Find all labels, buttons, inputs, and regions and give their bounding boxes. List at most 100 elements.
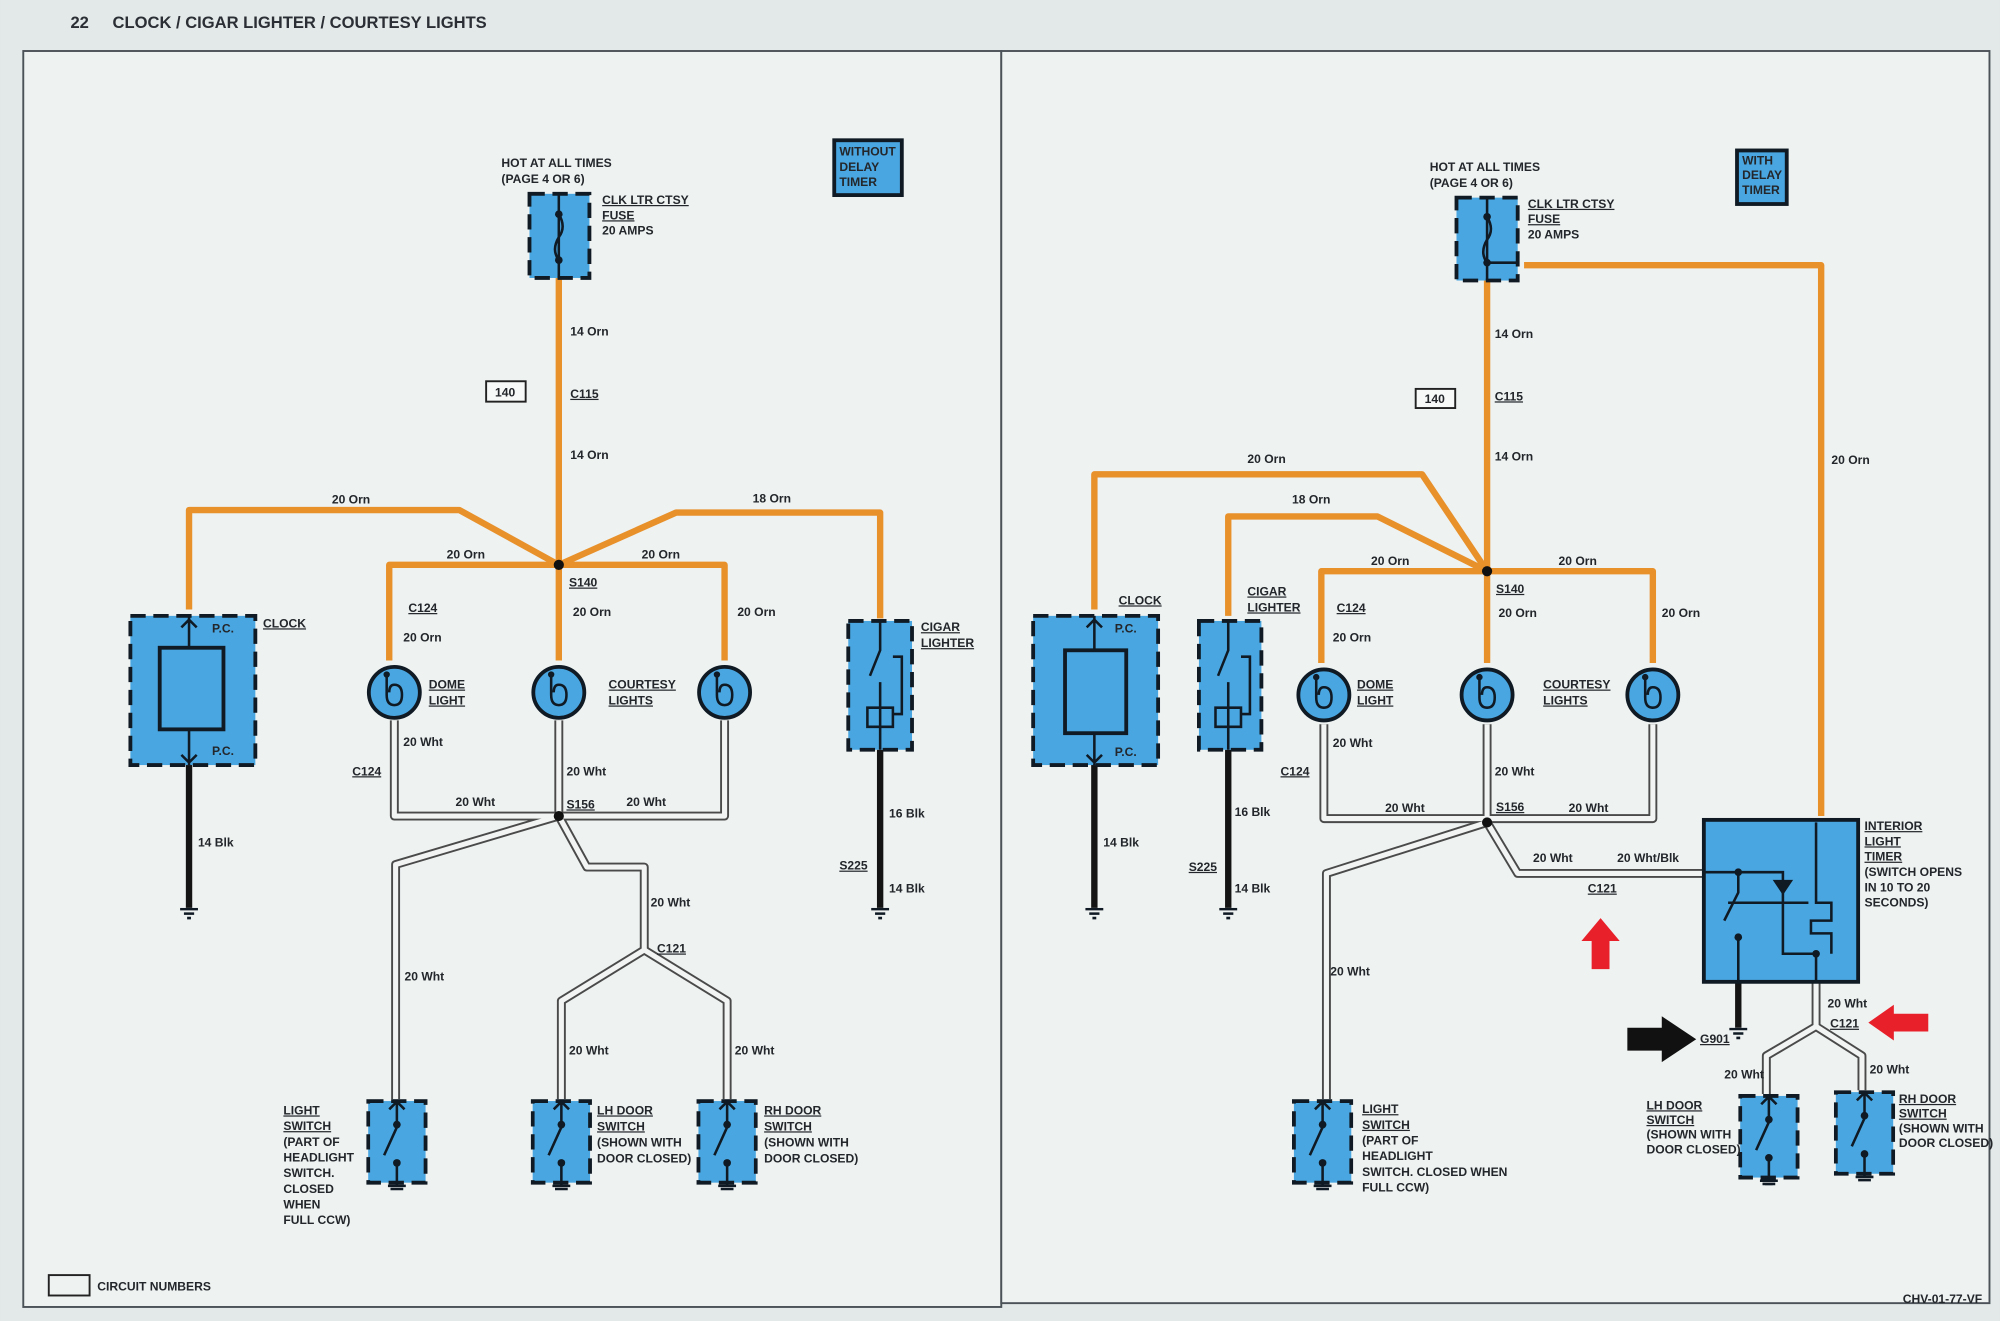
left-connector-label: S140 (569, 576, 598, 590)
right-clock (1031, 613, 1161, 767)
right-splice-s140 (1481, 566, 1493, 577)
legend-label: CIRCUIT NUMBERS (97, 1279, 211, 1293)
right-connector-label: G901 (1700, 1032, 1730, 1046)
left-connector-label: C124 (352, 764, 381, 778)
right-wire-label: 18 Orn (1292, 493, 1330, 507)
left-light-switch-label: LIGHT (283, 1103, 320, 1117)
left-rh-door-label: (SHOWN WITH (764, 1135, 849, 1149)
right-connector-label: C124 (1281, 764, 1310, 778)
left-wire-label: 20 Wht (405, 970, 445, 984)
right-connector-label: C115 (1495, 389, 1524, 403)
right-wire-label: 20 Orn (1499, 606, 1537, 620)
left-circuit-number: 140 (495, 386, 515, 400)
left-rh-door-label: SWITCH (764, 1119, 812, 1133)
left-clock-label: CLOCK (263, 616, 306, 630)
right-wire-label: 20 Wht (1828, 996, 1868, 1010)
right-lh-door-switch-icon (1740, 1096, 1797, 1187)
right-splice-s156 (1481, 817, 1493, 828)
left-pc-label: P.C. (212, 621, 234, 635)
left-rh-door-label: RH DOOR (764, 1103, 821, 1117)
right-wire-label: 20 Wht (1569, 801, 1609, 815)
right-circuit-number: 140 (1425, 392, 1445, 406)
left-wire-label: 20 Orn (573, 605, 611, 619)
right-rh-door-label: RH DOOR (1899, 1092, 1956, 1106)
left-wire-label: 18 Orn (753, 491, 791, 505)
right-variant-label: TIMER (1742, 183, 1780, 197)
left-cigar-label: LIGHTER (921, 636, 974, 650)
right-cigar-label: LIGHTER (1247, 600, 1300, 614)
right-dome-label: LIGHT (1357, 693, 1394, 707)
right-courtesy-label: LIGHTS (1543, 693, 1587, 707)
red-arrow-up-icon (1581, 918, 1620, 970)
right-wire-label: 14 Orn (1495, 449, 1533, 463)
diagram-code: CHV-01-77-VF (1903, 1292, 1982, 1306)
left-fuse-label: CLK LTR CTSY (602, 193, 689, 207)
right-wire-label: 20 Orn (1333, 630, 1371, 644)
left-wire-label: 14 Blk (198, 836, 234, 850)
left-wire-label: 20 Wht (626, 795, 666, 809)
left-wire-label: 20 Orn (332, 493, 370, 507)
right-courtesy-label: COURTESY (1543, 678, 1610, 692)
left-splice-s156 (553, 810, 564, 822)
left-lh-door-label: DOOR CLOSED) (597, 1151, 691, 1165)
right-wire-label: 20 Orn (1371, 554, 1409, 568)
left-cigar-lighter (846, 619, 914, 752)
left-wire-label: 20 Orn (642, 547, 680, 561)
left-dome-label: DOME (429, 678, 465, 692)
left-variant-label: TIMER (839, 175, 877, 189)
right-courtesy-light-bulb-icon (1462, 669, 1513, 720)
left-connector-label: C121 (657, 941, 686, 955)
left-variant-badge (832, 138, 904, 198)
left-wire-label: 16 Blk (889, 806, 925, 820)
right-light-switch-label: FULL CCW) (1362, 1181, 1429, 1195)
right-wire-label: 20 Orn (1247, 452, 1285, 466)
page-title: CLOCK / CIGAR LIGHTER / COURTESY LIGHTS (113, 13, 487, 32)
right-wire-label: 20 Wht (1870, 1063, 1910, 1077)
left-light-switch-label: FULL CCW) (283, 1213, 350, 1227)
left-courtesy-label: LIGHTS (609, 693, 653, 707)
page-number: 22 (70, 13, 88, 32)
right-connector-label: C121 (1830, 1017, 1859, 1031)
right-lh-door-label: (SHOWN WITH (1646, 1128, 1731, 1142)
right-rh-door-switch-icon (1836, 1092, 1893, 1183)
right-lh-door-label: SWITCH (1646, 1113, 1694, 1127)
left-fuse (527, 191, 592, 280)
right-wire-label: 20 Wht (1333, 736, 1373, 750)
right-timer-label: TIMER (1865, 850, 1903, 864)
right-connector-label: S140 (1496, 582, 1525, 596)
left-dome-light-bulb-icon (369, 667, 420, 718)
right-fuse-label: CLK LTR CTSY (1528, 197, 1615, 211)
right-wire-label: 20 Orn (1558, 554, 1596, 568)
left-connector-label: S225 (839, 859, 868, 873)
left-black-wires (180, 749, 889, 918)
left-splice-s140 (553, 559, 564, 570)
left-hot-label: (PAGE 4 OR 6) (501, 172, 584, 186)
right-rh-door-label: DOOR CLOSED) (1899, 1136, 1993, 1150)
left-wire-label: 14 Orn (570, 324, 608, 338)
right-fuse-label: 20 AMPS (1528, 227, 1579, 241)
right-light-switch-label: (PART OF (1362, 1134, 1418, 1148)
left-connector-label: S156 (566, 797, 595, 811)
right-light-switch-label: LIGHT (1362, 1102, 1399, 1116)
right-wire-label: 14 Blk (1103, 836, 1139, 850)
right-white-wires (1319, 724, 1867, 1100)
right-connector-label: S225 (1189, 860, 1218, 874)
right-connector-label: C124 (1337, 601, 1366, 615)
right-fuse (1454, 195, 1520, 283)
right-pc-label: P.C. (1115, 621, 1137, 635)
left-light-switch-label: WHEN (283, 1198, 320, 1212)
left-clock (128, 613, 258, 767)
left-wire-label: 20 Orn (403, 630, 441, 644)
right-dome-label: DOME (1357, 678, 1393, 692)
right-timer-label: IN 10 TO 20 (1865, 880, 1931, 894)
legend-circuit-box (47, 1274, 91, 1297)
right-timer-label: INTERIOR (1865, 819, 1923, 833)
left-light-switch-label: SWITCH. (283, 1166, 334, 1180)
right-wire-label: 14 Orn (1495, 327, 1533, 341)
right-wire-label: 20 Orn (1662, 606, 1700, 620)
left-lh-door-label: (SHOWN WITH (597, 1135, 682, 1149)
right-rh-door-label: (SHOWN WITH (1899, 1121, 1984, 1135)
right-wire-label: 16 Blk (1235, 805, 1271, 819)
diagram-labels: HOT AT ALL TIMES(PAGE 4 OR 6)CLK LTR CTS… (198, 145, 1993, 1228)
left-light-switch-icon (368, 1101, 425, 1192)
